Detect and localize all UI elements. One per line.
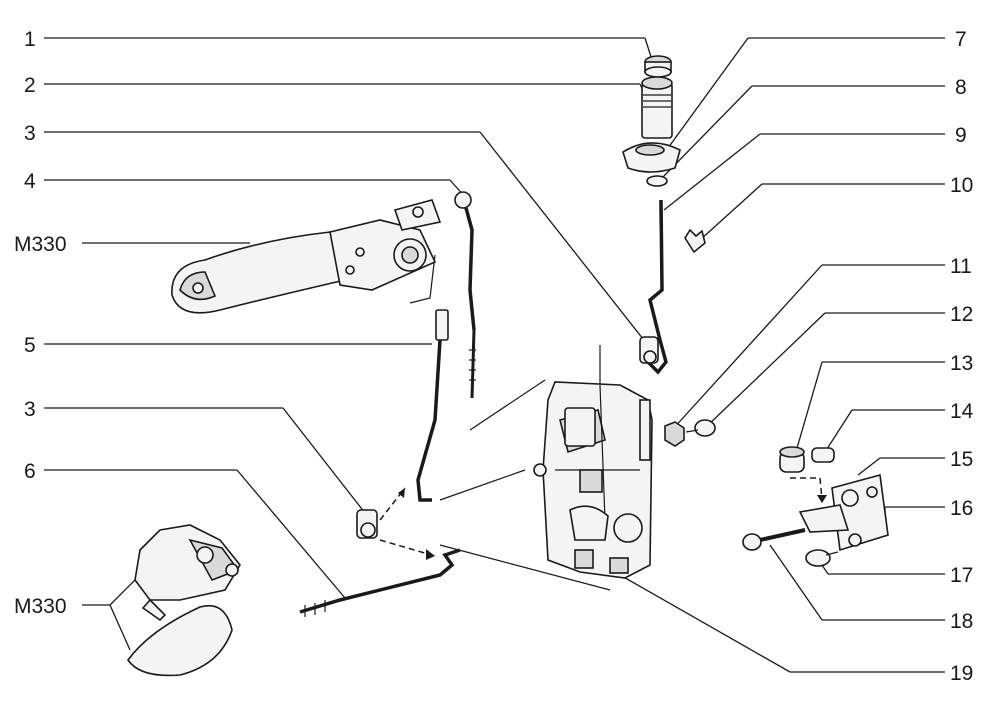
callout-7: 7 xyxy=(955,28,967,51)
pin-part xyxy=(811,447,835,463)
callout-6: 6 xyxy=(24,460,36,483)
washer-part xyxy=(646,175,668,187)
clip-part xyxy=(684,228,706,254)
callout-18: 18 xyxy=(950,610,973,633)
upper-rod-part xyxy=(454,191,476,399)
callout-13: 13 xyxy=(950,352,973,375)
leader-lines-left xyxy=(44,37,653,651)
callout-16: 16 xyxy=(950,497,973,520)
arrow-head xyxy=(398,488,405,498)
callout-19: 19 xyxy=(950,662,973,685)
arrow-head xyxy=(817,495,827,503)
callout-m330-top: M330 xyxy=(14,233,67,256)
lock-body-part xyxy=(533,381,653,579)
screw-short-part xyxy=(805,549,839,567)
callout-5: 5 xyxy=(24,334,36,357)
callout-14: 14 xyxy=(950,400,974,423)
long-rod-part xyxy=(299,548,461,617)
callout-1: 1 xyxy=(24,28,36,51)
callout-10: 10 xyxy=(950,174,973,197)
callout-3-upper: 3 xyxy=(24,122,36,145)
screw-part xyxy=(685,419,716,437)
outside-door-handle xyxy=(171,199,442,314)
rod-clip-upper xyxy=(639,336,659,364)
callout-17: 17 xyxy=(950,564,973,587)
cap-part xyxy=(644,55,672,78)
callout-15: 15 xyxy=(950,448,973,471)
connecting-rod-part xyxy=(416,309,449,502)
callout-4: 4 xyxy=(24,170,36,193)
bushing-part xyxy=(779,446,805,473)
callout-9: 9 xyxy=(955,124,967,147)
callout-2: 2 xyxy=(24,74,36,97)
callout-labels: 1 2 3 4 M330 5 3 6 M330 7 8 9 10 11 12 1… xyxy=(14,28,974,685)
arrow-head xyxy=(426,549,435,560)
striker-plate-part xyxy=(798,473,889,552)
callout-12: 12 xyxy=(950,303,973,326)
lock-rod-part xyxy=(646,199,668,375)
rod-clip-lower xyxy=(356,509,378,539)
leader-lines-right xyxy=(619,37,945,673)
callout-3-lower: 3 xyxy=(24,398,36,421)
callout-11: 11 xyxy=(950,255,972,278)
callout-8: 8 xyxy=(955,76,967,99)
nut-part xyxy=(664,421,685,447)
inside-door-handle xyxy=(127,524,241,677)
bezel-part xyxy=(622,142,681,173)
long-bolt-part xyxy=(742,528,806,551)
callout-m330-bottom: M330 xyxy=(14,595,67,618)
lock-cylinder-part xyxy=(641,76,673,139)
